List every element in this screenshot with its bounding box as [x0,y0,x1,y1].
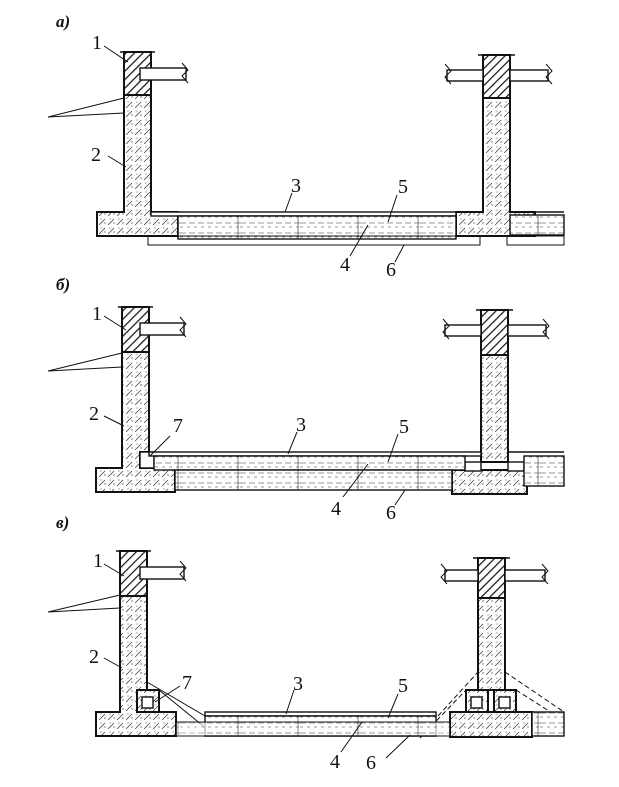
right-wall-a [444,54,553,237]
floor-beam-left [444,324,482,337]
concrete-wall [480,354,509,463]
adjacent-floor-slab [509,214,565,236]
callout-2: 2 [91,144,101,166]
concrete-footing [449,711,533,738]
callout-5: 5 [398,176,408,198]
panel-b-letter: б) [56,275,70,294]
panel-c: в) [47,513,565,774]
gravel-base-layer [174,469,453,491]
floor-beam [139,322,185,336]
concrete-wall-footing [95,595,177,737]
callout-7: 7 [182,672,192,694]
callout-4: 4 [331,498,341,520]
callout-4: 4 [330,751,340,773]
floor-beam [139,67,187,81]
floor-layers-c [175,711,565,737]
drain-pipe [141,696,154,709]
callout-6: 6 [386,259,396,281]
left-wall-c [47,550,217,737]
floor-beam-left [444,569,479,582]
sand-bed-layer [147,235,481,246]
callout-2: 2 [89,403,99,425]
right-wall-b [442,309,550,495]
drain-pipe [498,696,511,709]
callout-5: 5 [398,675,408,697]
concrete-footing [451,469,528,495]
floor-layers-b [148,451,565,491]
panel-c-letter: в) [56,513,69,532]
leaders-c [103,563,411,759]
brick-wall-segment [477,557,506,599]
panel-b: б) [47,275,565,524]
callout-1: 1 [93,550,103,572]
concrete-floor-slab [177,215,457,240]
floor-beam-right [504,569,546,582]
concrete-wall-footing [95,351,176,493]
callout-4: 4 [340,254,350,276]
brick-wall-segment [482,54,511,99]
leaders-b [103,315,406,506]
callout-6: 6 [366,752,376,774]
callout-3: 3 [293,673,303,695]
floor-beam [139,566,185,580]
callout-5: 5 [399,416,409,438]
concrete-wall [477,597,506,691]
leaders-a [103,45,405,263]
floor-layers-a [147,211,565,246]
left-wall-b [47,306,187,493]
gravel-base-layer [175,721,451,737]
right-wall-c [419,557,565,739]
callout-1: 1 [92,32,102,54]
callout-3: 3 [291,175,301,197]
brick-wall-segment [480,309,509,356]
adjacent-floor-slab [523,455,565,487]
callout-3: 3 [296,414,306,436]
floor-beam-right [509,69,549,82]
concrete-floor-slab [153,455,466,471]
floor-beam-right [507,324,547,337]
floor-beam-left [446,69,484,82]
callout-1: 1 [92,303,102,325]
adjacent-floor-slab [531,711,565,737]
callout-6: 6 [386,502,396,524]
drain-pipe [470,696,483,709]
left-wall-a [47,51,189,237]
panel-a: а) [47,12,565,281]
panel-a-letter: а) [56,12,70,31]
callout-7: 7 [173,415,183,437]
callout-2: 2 [89,646,99,668]
